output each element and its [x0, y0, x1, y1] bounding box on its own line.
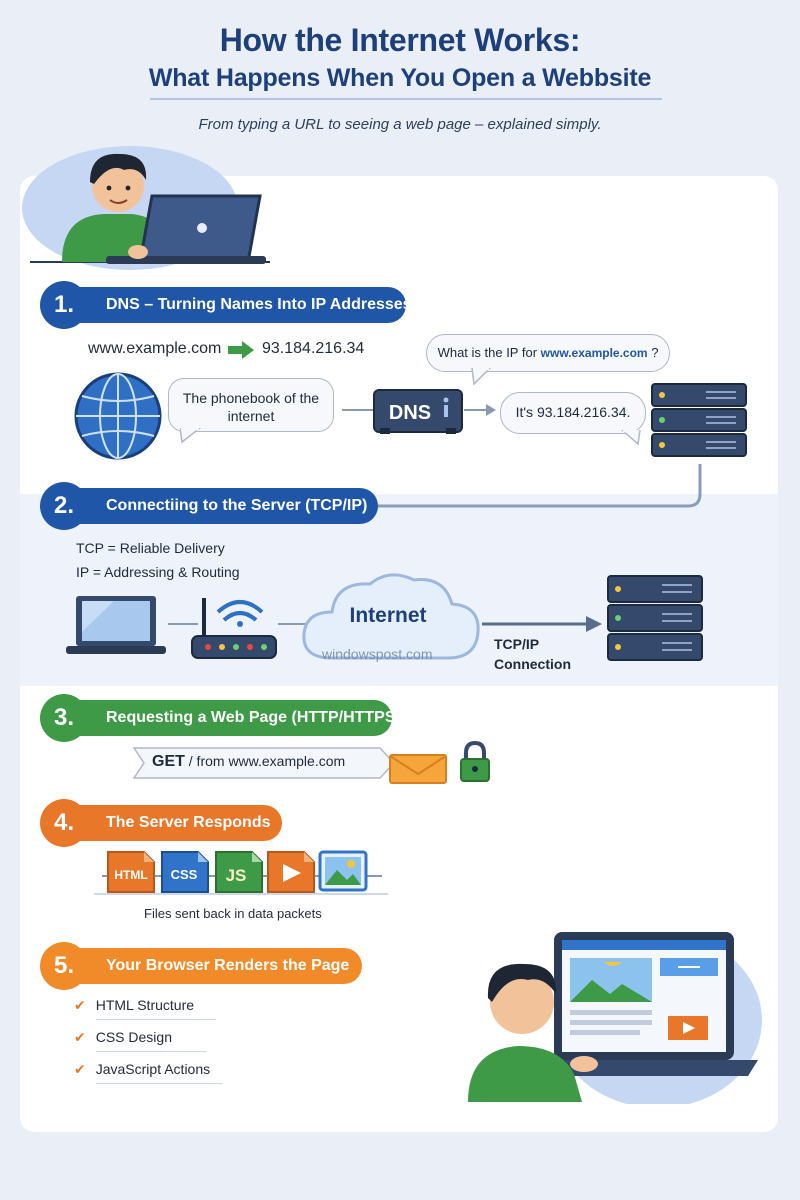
dns-box-icon: DNS	[373, 389, 463, 434]
checklist-label: HTML Structure	[95, 997, 195, 1013]
laptop-icon	[66, 596, 166, 654]
page-subtitle: From typing a URL to seeing a web page –…	[198, 116, 602, 133]
server-rack-icon-2	[607, 575, 703, 661]
check-icon: ✔	[74, 997, 86, 1013]
request-path: / from www.example.com	[184, 753, 346, 769]
browser-person-icon	[468, 932, 762, 1104]
step-2-title: Connectiing to the Server (TCP/IP)	[56, 488, 378, 524]
checklist-divider	[96, 1051, 206, 1052]
example-ip: 93.184.216.34	[262, 340, 365, 357]
lock-icon	[460, 740, 490, 782]
step-4-title: The Server Responds	[56, 805, 282, 841]
query-suffix: ?	[647, 345, 659, 360]
checklist-divider	[96, 1083, 222, 1084]
arrow-from-dns	[464, 404, 496, 416]
arrow-to-server	[482, 616, 602, 632]
arrow-to-dns	[342, 409, 376, 411]
step-5-number: 5.	[40, 942, 88, 990]
request-method: GET	[152, 753, 185, 770]
arrow-right-icon	[228, 341, 254, 359]
checklist-item: ✔ HTML Structure	[74, 997, 194, 1014]
connector-line	[360, 464, 702, 508]
js-file-label: JS	[226, 866, 247, 885]
cloud-icon: Internet	[302, 573, 480, 660]
page-title: How the Internet Works:	[219, 22, 581, 58]
phonebook-bubble: The phonebook of the internet	[168, 378, 334, 432]
dns-query-bubble: What is the IP for www.example.com ?	[426, 334, 670, 372]
tcp-ip-label: TCP/IP	[494, 636, 540, 652]
html-file-icon: HTML	[107, 851, 155, 893]
step-1-number: 1.	[40, 281, 88, 329]
files-caption: Files sent back in data packets	[144, 906, 322, 921]
dns-answer-bubble: It's 93.184.216.34.	[500, 392, 646, 434]
query-domain: www.example.com	[540, 346, 648, 360]
ip-definition: IP = Addressing & Routing	[76, 564, 240, 580]
step-3-number: 3.	[40, 694, 88, 742]
connection-label: Connection	[494, 656, 571, 672]
example-domain: www.example.com	[88, 340, 222, 357]
page-title-line2: What Happens When You Open a Webbsite	[148, 64, 652, 92]
dns-label: DNS	[389, 402, 431, 424]
image-file-icon	[318, 850, 368, 892]
tcp-definition: TCP = Reliable Delivery	[76, 540, 225, 556]
js-file-icon: JS	[215, 851, 263, 893]
checklist-label: JavaScript Actions	[95, 1061, 211, 1077]
cloud-label: Internet	[349, 604, 426, 627]
title-divider	[150, 98, 662, 100]
step-2-number: 2.	[40, 482, 88, 530]
checklist-item: ✔ JavaScript Actions	[74, 1061, 210, 1078]
link-line-1	[168, 623, 198, 625]
envelope-icon	[389, 754, 447, 784]
query-prefix: What is the IP for	[437, 345, 541, 360]
css-file-label: CSS	[171, 867, 198, 882]
step-3-title: Requesting a Web Page (HTTP/HTTPS)	[56, 700, 401, 736]
server-rack-icon	[651, 383, 747, 457]
globe-icon	[74, 372, 162, 460]
link-line-2	[278, 623, 308, 625]
router-icon	[191, 598, 277, 659]
video-file-icon	[267, 851, 315, 893]
css-file-icon: CSS	[161, 851, 209, 893]
checklist-divider	[96, 1019, 216, 1020]
request-banner: GET / from www.example.com	[152, 753, 345, 771]
checklist-item: ✔ CSS Design	[74, 1029, 172, 1046]
check-icon: ✔	[74, 1061, 86, 1077]
query-bubble-tail	[471, 368, 492, 386]
step-4-number: 4.	[40, 799, 88, 847]
watermark: windowspost.com	[322, 646, 433, 662]
answer-bubble-tail	[620, 430, 641, 446]
checklist-label: CSS Design	[95, 1029, 172, 1045]
check-icon: ✔	[74, 1029, 86, 1045]
request-banner-shape	[132, 747, 396, 779]
step-1-title: DNS – Turning Names Into IP Addresses	[56, 287, 412, 323]
step-5-title: Your Browser Renders the Page	[56, 948, 362, 984]
html-file-label: HTML	[114, 868, 147, 882]
bubble-tail	[180, 428, 202, 444]
person-laptop-icon	[22, 146, 270, 270]
